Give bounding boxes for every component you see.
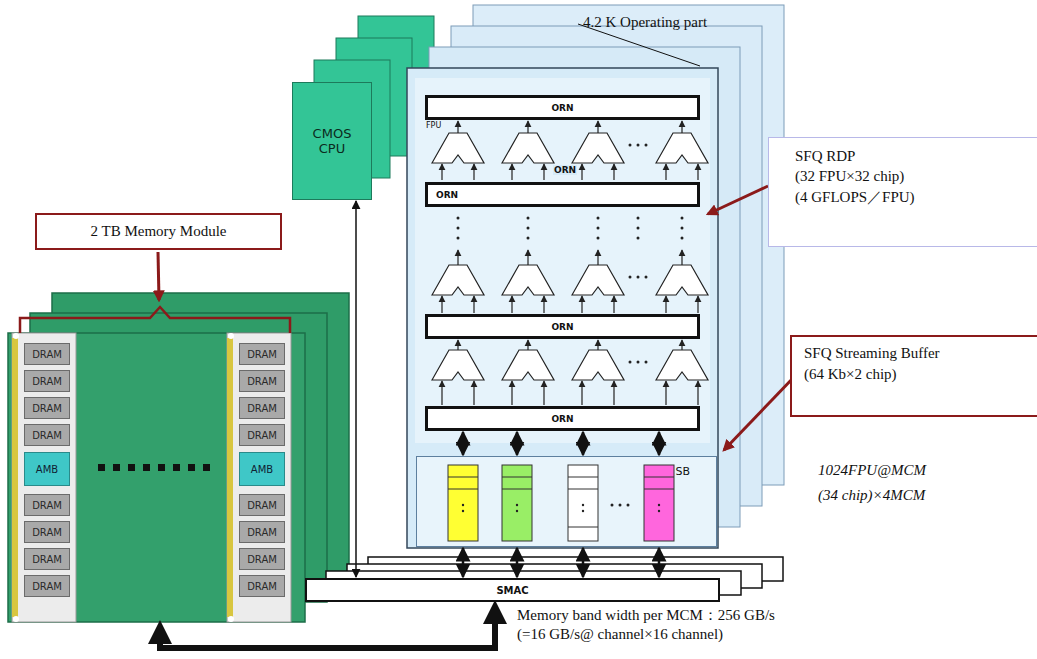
orn-bar: ORN [425,406,700,431]
node-text: 2 TB Memory Module [91,223,227,240]
node-text: DRAM [32,527,62,538]
connector [582,432,585,455]
dram-chip: DRAM [239,343,285,365]
memory-module-label: 2 TB Memory Module [35,213,282,250]
node-text: DRAM [247,527,277,538]
fpu-label: FPU [426,121,441,130]
connector [658,432,661,455]
orn-bar: ORN [425,95,700,120]
node-text: DRAM [247,581,277,592]
dram-chip: DRAM [239,521,285,543]
node-text: DRAM [32,430,62,441]
dram-chip: DRAM [239,424,285,446]
bandwidth-label: (=16 GB/s@ channel×16 channel) [517,626,723,643]
cpu-box: CMOS CPU [292,82,372,200]
connector [516,548,519,577]
callout-box: SFQ Streaming Buffer(64 Kb×2 chip) [790,335,1037,417]
node-text: DRAM [247,376,277,387]
node-text: DRAM [32,500,62,511]
node-text: SFQ Streaming Buffer [804,343,1029,364]
node-text: DRAM [32,376,62,387]
node-text: CMOS CPU [307,126,357,156]
node-text: DRAM [247,430,277,441]
node-text: DRAM [32,403,62,414]
mcm-count-label: 1024FPU@MCM [818,462,926,479]
node-text: (64 Kb×2 chip) [804,364,1029,385]
dram-chip: DRAM [24,548,70,570]
node-text: DRAM [32,349,62,360]
node-text: (32 FPU×32 chip) [795,166,1029,186]
operating-part-label: 4.2 K Operating part [583,14,707,31]
dram-chip: DRAM [24,521,70,543]
dram-chip: DRAM [24,343,70,365]
orn-label: ORN [553,165,577,175]
node-text: DRAM [247,349,277,360]
dram-chip: DRAM [239,548,285,570]
amb-chip: AMB [24,452,70,486]
node-text: DRAM [32,581,62,592]
streaming-buffer: SB [416,456,717,547]
node-text: DRAM [247,554,277,565]
node-text: AMB [251,464,273,475]
dram-chip: DRAM [239,575,285,597]
amb-chip: AMB [239,452,285,486]
node-text: ORN [551,414,573,424]
dram-chip: DRAM [239,494,285,516]
node-text: SB [675,465,690,478]
node-text: AMB [36,464,58,475]
bandwidth-label: Memory band width per MCM：256 GB/s [517,606,775,625]
smac-box: SMAC [305,578,720,602]
dram-chip: DRAM [24,494,70,516]
dram-chip: DRAM [239,397,285,419]
dram-chip: DRAM [24,370,70,392]
node-text: DRAM [247,403,277,414]
mcm-count-label: (34 chip)×4MCM [818,487,925,504]
orn-bar: ORN [425,182,700,207]
connector [462,548,465,577]
connector [658,548,661,577]
node-text: (4 GFLOPS／FPU) [795,187,1029,207]
connector [516,432,519,455]
node-text: ORN [551,322,573,332]
node-text: ORN [436,190,458,200]
connector [462,432,465,455]
node-text: SFQ RDP [795,146,1029,166]
node-text: DRAM [32,554,62,565]
node-text: ORN [551,103,573,113]
dram-chip: DRAM [24,424,70,446]
connector [355,201,357,577]
node-text: DRAM [247,500,277,511]
dram-chip: DRAM [24,575,70,597]
node-text: SMAC [496,585,528,596]
dram-chip: DRAM [24,397,70,419]
orn-bar: ORN [425,314,700,339]
connector [582,548,585,577]
dram-chip: DRAM [239,370,285,392]
callout-box: SFQ RDP(32 FPU×32 chip)(4 GFLOPS／FPU) [768,137,1037,247]
